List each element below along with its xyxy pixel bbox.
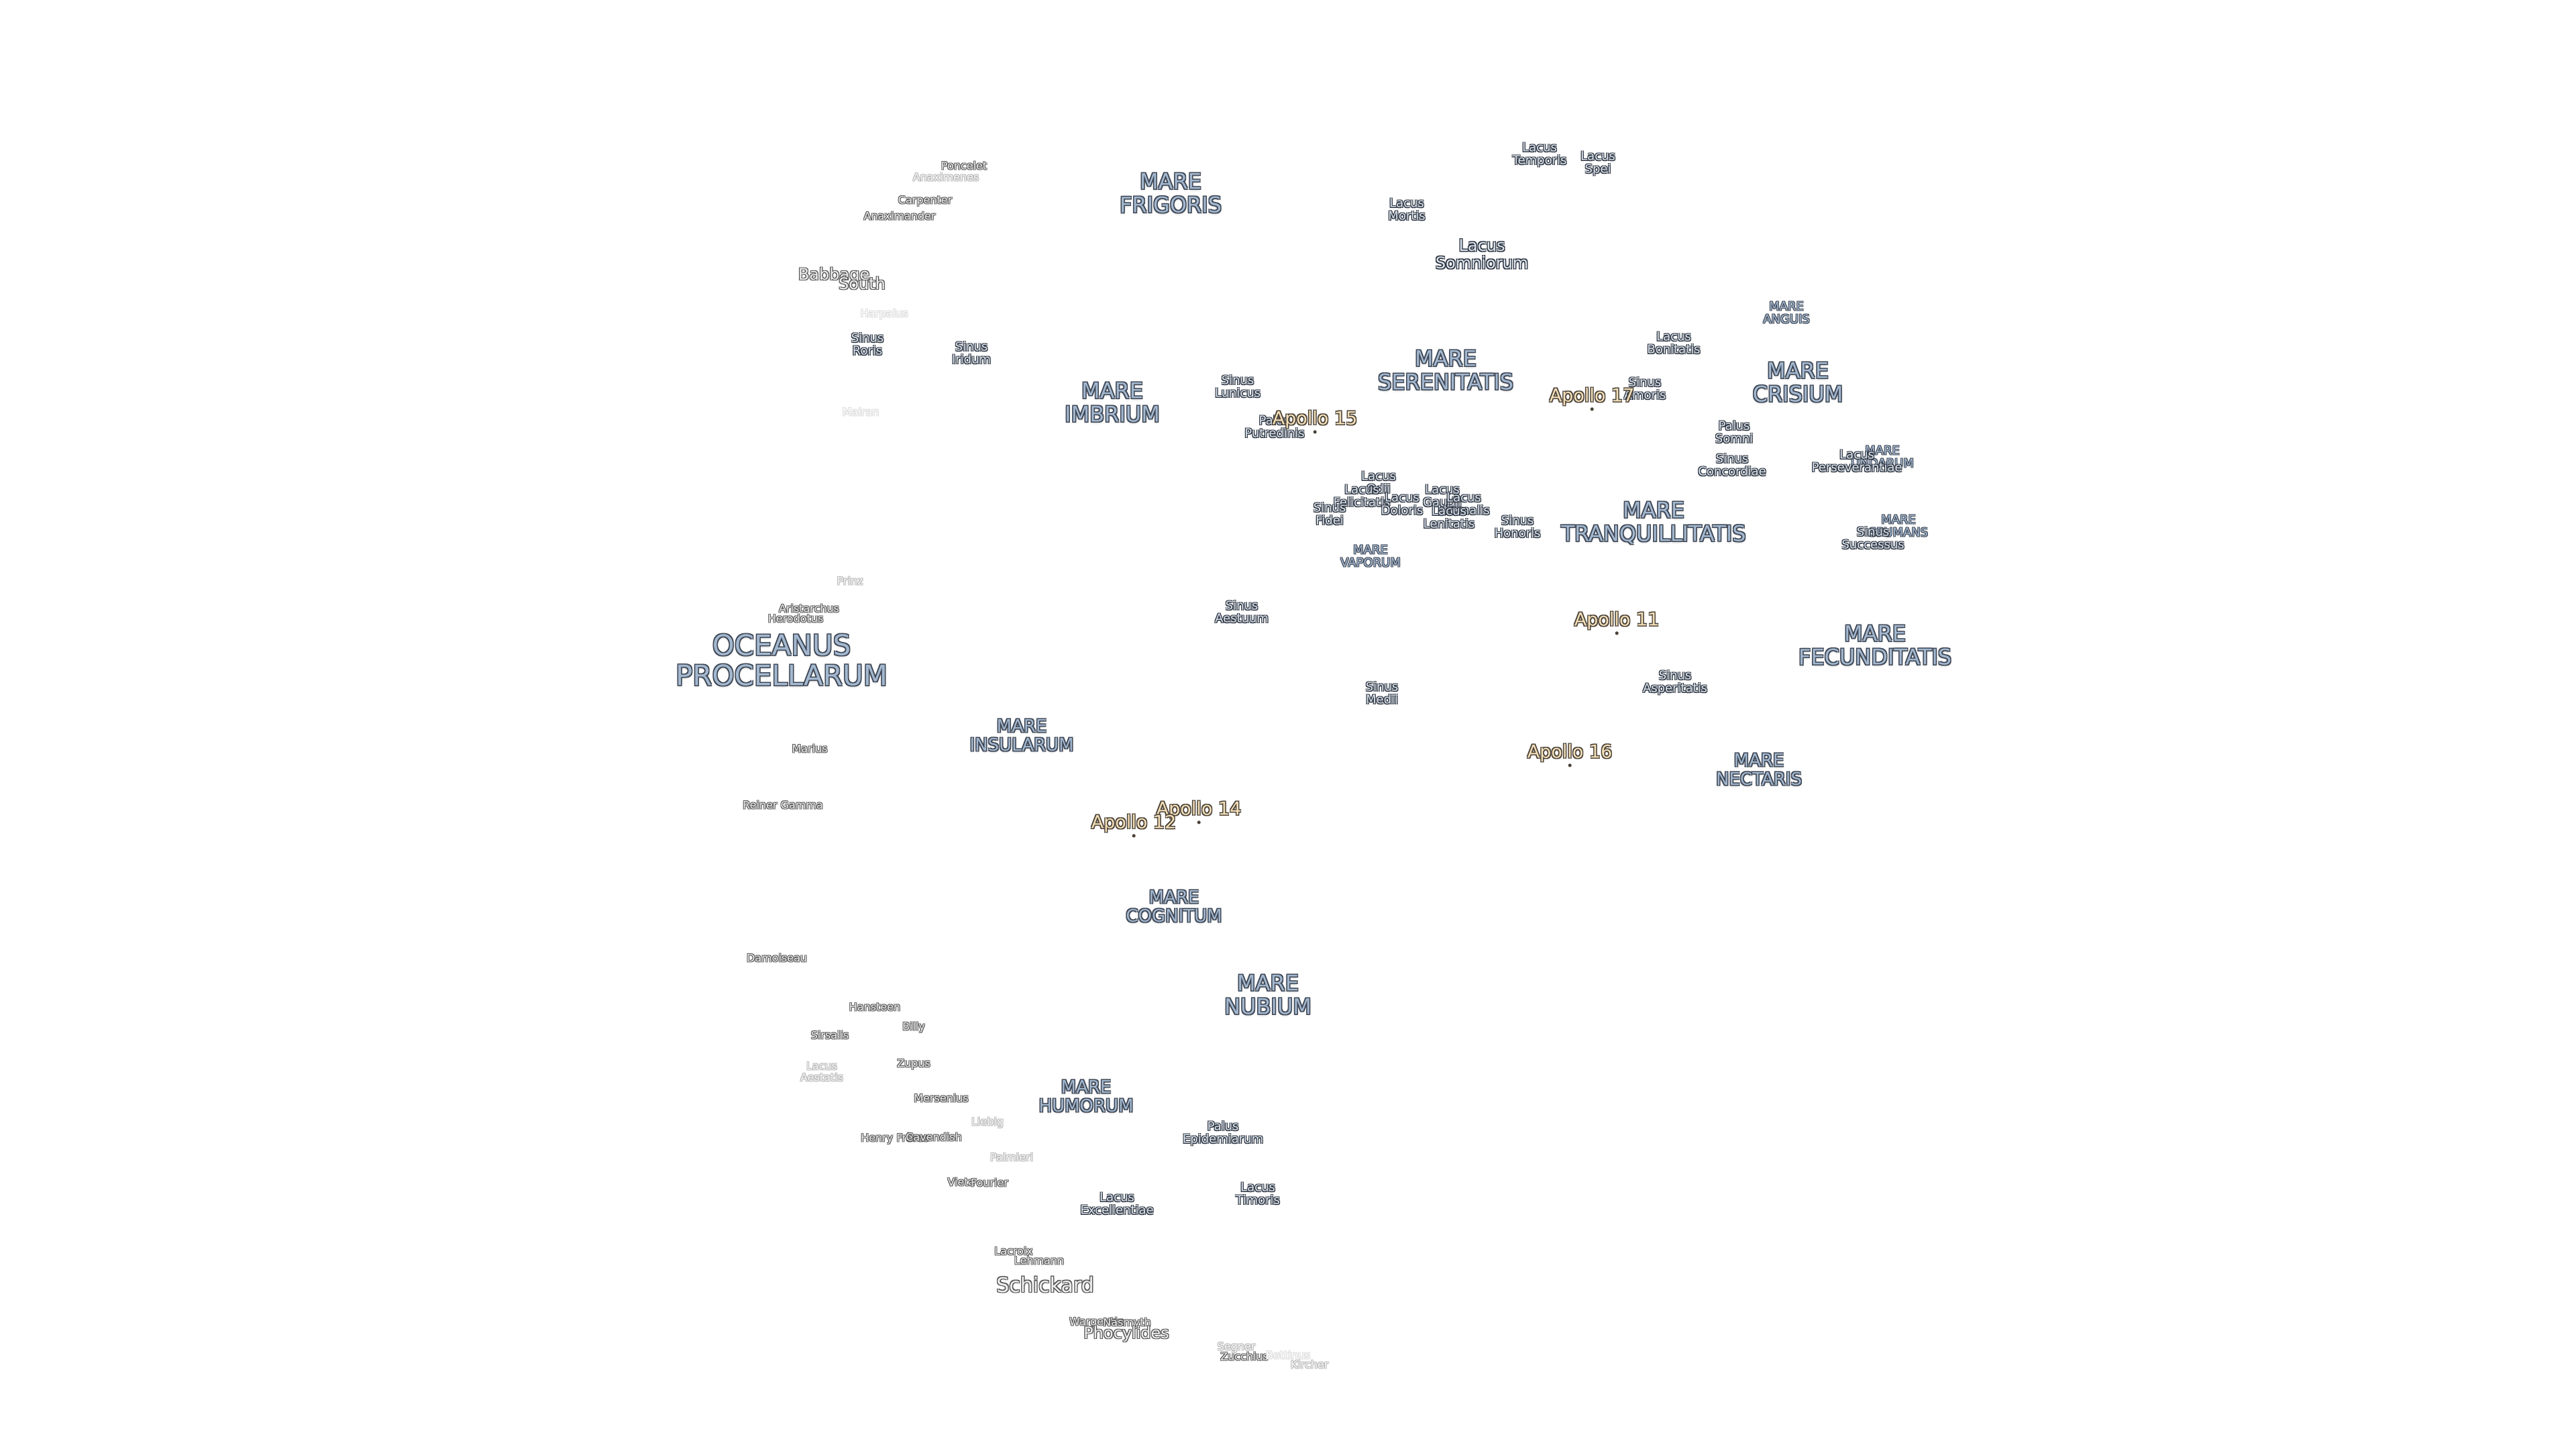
label-mare-frigoris: MARE FRIGORIS bbox=[1119, 168, 1222, 217]
label-sinus-concordiae: Sinus Concordiae bbox=[1698, 451, 1766, 479]
label-lacus-perseverantiae: Lacus Perseverantiae bbox=[1811, 447, 1902, 475]
label-sinus-medii: Sinus Medii bbox=[1365, 680, 1399, 707]
label-damoiseau: Damoiseau bbox=[746, 951, 808, 965]
label-lacus-excellentiae: Lacus Excellentiae bbox=[1080, 1190, 1154, 1218]
label-sinus-successus: Sinus Successus bbox=[1841, 525, 1904, 552]
label-mare-spumans: MARE SPUMANS bbox=[1868, 513, 1929, 540]
label-sinus-iridum: Sinus Iridum bbox=[951, 339, 991, 367]
label-phocylides: Phocylides bbox=[1083, 1324, 1169, 1343]
label-south: South bbox=[839, 274, 885, 294]
label-sinus-fidei: Sinus Fidei bbox=[1313, 500, 1346, 528]
label-mare-nectaris: MARE NECTARIS bbox=[1716, 750, 1802, 790]
label-zupus: Zupus bbox=[897, 1057, 930, 1070]
label-anaximenes: Anaximenes bbox=[912, 170, 979, 184]
label-henry-freres: Henry Frères bbox=[861, 1131, 929, 1144]
landing-site-apollo-14[interactable]: Apollo 14 bbox=[1156, 798, 1242, 824]
label-lacus-spei: Lacus Spei bbox=[1580, 149, 1615, 176]
label-lacus-gaudii: Lacus Gaudii bbox=[1423, 482, 1462, 510]
landing-site-apollo-16[interactable]: Apollo 16 bbox=[1527, 741, 1613, 767]
label-lehmann: Lehmann bbox=[1014, 1254, 1065, 1267]
label-mare-humorum: MARE HUMORUM bbox=[1038, 1077, 1134, 1116]
label-carpenter: Carpenter bbox=[898, 193, 953, 207]
label-lacus-felicitatis: Lacus Felicitatis bbox=[1333, 482, 1391, 510]
label-harpalus: Harpalus bbox=[860, 307, 908, 320]
label-segner: Segner bbox=[1217, 1340, 1256, 1353]
label-schickard: Schickard bbox=[996, 1273, 1094, 1297]
landing-site-marker-icon bbox=[1615, 631, 1619, 635]
label-hansteen: Hansteen bbox=[849, 1000, 901, 1014]
label-palus-somni: Palus Somni bbox=[1715, 419, 1754, 446]
landing-site-marker-icon bbox=[1132, 834, 1136, 838]
label-sinus-amoris: Sinus Amoris bbox=[1623, 375, 1666, 402]
label-nasmyth: Nasmyth bbox=[1103, 1316, 1151, 1329]
label-reiner-gamma: Reiner Gamma bbox=[743, 798, 823, 812]
label-sinus-aestuum: Sinus Aestuum bbox=[1215, 598, 1269, 626]
label-mare-crisium: MARE CRISIUM bbox=[1752, 358, 1843, 407]
label-wargentin: Wargentin bbox=[1069, 1315, 1124, 1328]
label-babbage: Babbage bbox=[798, 265, 870, 284]
landing-site-marker-icon bbox=[1568, 763, 1572, 767]
label-bettinus: Bettinus bbox=[1265, 1348, 1311, 1362]
label-lacus-bonitatis: Lacus Bonitatis bbox=[1647, 329, 1701, 357]
label-mersenius: Mersenius bbox=[914, 1091, 969, 1105]
landing-site-label: Apollo 12 bbox=[1091, 812, 1177, 833]
label-lacus-timoris: Lacus Timoris bbox=[1236, 1180, 1280, 1208]
label-lacus-mortis: Lacus Mortis bbox=[1388, 196, 1426, 223]
landing-site-apollo-17[interactable]: Apollo 17 bbox=[1549, 385, 1635, 411]
label-palus-putredinis: Palus Putredinis bbox=[1244, 413, 1305, 441]
landing-site-marker-icon bbox=[1197, 820, 1201, 824]
landing-site-apollo-15[interactable]: Apollo 15 bbox=[1272, 408, 1358, 434]
label-lacus-lenitatis: Lacus Lenitatis bbox=[1423, 504, 1475, 531]
label-mare-vaporum: MARE VAPORUM bbox=[1340, 543, 1401, 570]
label-sirsalis: Sirsalis bbox=[810, 1028, 849, 1042]
label-mare-fecunditatis: MARE FECUNDITATIS bbox=[1798, 621, 1952, 669]
label-mare-serenitatis: MARE SERENITATIS bbox=[1377, 345, 1514, 394]
label-poncelet: Poncelet bbox=[941, 159, 987, 172]
label-lacus-somniorum: Lacus Somniorum bbox=[1435, 236, 1529, 272]
label-mare-nubium: MARE NUBIUM bbox=[1224, 970, 1311, 1019]
label-marius: Marius bbox=[792, 742, 828, 755]
label-fourier: Fourier bbox=[970, 1176, 1009, 1189]
label-mare-cognitum: MARE COGNITUM bbox=[1126, 887, 1222, 926]
label-prinz: Prinz bbox=[837, 574, 863, 588]
label-sinus-roris: Sinus Roris bbox=[851, 331, 884, 358]
label-palus-epidemiarum: Palus Epidemiarum bbox=[1182, 1119, 1264, 1146]
label-mare-anguis: MARE ANGUIS bbox=[1763, 299, 1810, 327]
label-mare-tranquillitatis: MARE TRANQUILLITATIS bbox=[1561, 497, 1746, 546]
label-lacus-aestatis: Lacus Aestatis bbox=[800, 1059, 843, 1084]
landing-site-label: Apollo 15 bbox=[1272, 408, 1358, 429]
label-cavendish: Cavendish bbox=[906, 1130, 962, 1144]
label-mare-imbrium: MARE IMBRIUM bbox=[1065, 378, 1160, 427]
landing-site-marker-icon bbox=[1590, 407, 1594, 411]
label-palmieri: Palmieri bbox=[989, 1150, 1034, 1164]
landing-site-label: Apollo 11 bbox=[1574, 609, 1660, 631]
landing-site-marker-icon bbox=[1313, 430, 1317, 434]
label-mare-insularum: MARE INSULARUM bbox=[969, 716, 1074, 755]
label-liebig: Liebig bbox=[971, 1115, 1004, 1128]
label-lacus-odii: Lacus Odii bbox=[1361, 469, 1396, 496]
label-kircher: Kircher bbox=[1290, 1358, 1329, 1371]
label-lacus-doloris: Lacus Doloris bbox=[1381, 490, 1424, 518]
label-lacus-hiemalis: Lacus Hiemalis bbox=[1438, 490, 1490, 518]
landing-site-label: Apollo 16 bbox=[1527, 741, 1613, 763]
label-lacroix: Lacroix bbox=[994, 1244, 1033, 1258]
label-sinus-lunicus: Sinus Lunicus bbox=[1214, 373, 1261, 400]
landing-site-label: Apollo 14 bbox=[1156, 798, 1242, 820]
label-billy: Billy bbox=[902, 1020, 925, 1033]
label-mare-undarum: MARE UNDARUM bbox=[1851, 443, 1914, 471]
label-herodotus: Herodotus bbox=[767, 612, 824, 625]
label-anaximander: Anaximander bbox=[863, 209, 936, 223]
label-lacus-temporis: Lacus Temporis bbox=[1512, 140, 1567, 168]
label-aristarchus: Aristarchus bbox=[778, 602, 840, 615]
label-vieta: Vieta bbox=[947, 1175, 975, 1189]
label-sinus-asperitatis: Sinus Asperitatis bbox=[1642, 668, 1708, 696]
landing-site-label: Apollo 17 bbox=[1549, 385, 1635, 407]
label-sinus-honoris: Sinus Honoris bbox=[1494, 513, 1541, 541]
label-oceanus-procellarum: OCEANUS PROCELLARUM bbox=[675, 629, 888, 692]
label-zucchius: Zucchius bbox=[1220, 1350, 1269, 1363]
label-mairan: Mairan bbox=[842, 405, 879, 419]
landing-site-apollo-12[interactable]: Apollo 12 bbox=[1091, 812, 1177, 838]
landing-site-apollo-11[interactable]: Apollo 11 bbox=[1574, 609, 1660, 635]
